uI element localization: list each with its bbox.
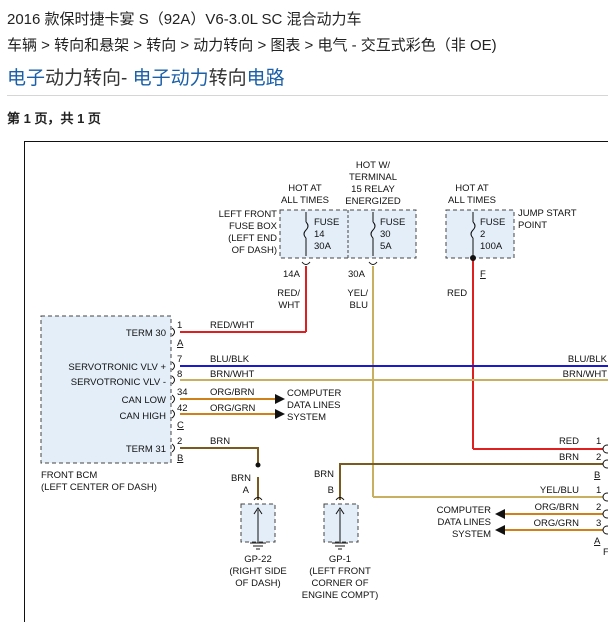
pin-label: 30A	[348, 269, 366, 280]
wire-label: BRN/WHT	[210, 369, 255, 380]
bcm-pin: 7	[177, 354, 182, 365]
pin-label: 14A	[283, 269, 301, 280]
bcm-pin: 8	[177, 369, 182, 380]
wire-label: BRN/WHT	[563, 369, 608, 380]
connector-arc	[253, 497, 263, 501]
vehicle-title: 2016 款保时捷卡宴 S（92A）V6-3.0L SC 混合动力车	[7, 11, 362, 28]
wire-brn-term31	[180, 447, 259, 465]
wire-label: RED/WHT	[210, 320, 255, 331]
wire-label: YEL/BLU	[540, 485, 579, 496]
right-conn: A	[594, 536, 601, 547]
right-pin: 1	[596, 485, 601, 496]
bcm-pin: 42	[177, 403, 188, 414]
bcm-pin: 34	[177, 387, 188, 398]
bcm-conn: A	[177, 338, 184, 349]
bcm-row-name: CAN LOW	[122, 395, 166, 406]
title-part: 电路	[246, 68, 285, 89]
wire-label: RED	[447, 288, 467, 299]
arrow-right-icon	[275, 394, 285, 404]
connector-arc	[335, 497, 345, 501]
wire-label: ORG/GRN	[210, 403, 256, 414]
wire-label: BLU/BLK	[210, 354, 250, 365]
bcm-row-name: SERVOTRONIC VLV -	[71, 377, 166, 388]
wire-brn-gp1	[339, 463, 608, 500]
right-pin: 2	[596, 502, 601, 513]
wire-label: BRN	[210, 436, 230, 447]
bcm-row-name: TERM 30	[126, 328, 166, 339]
arrow-left-icon	[495, 509, 505, 519]
arrow-left-icon	[495, 525, 505, 535]
wire-label: BRN	[314, 469, 334, 480]
connector-arc	[301, 261, 311, 265]
right-conn: F	[603, 547, 608, 558]
bcm-pin: 1	[177, 320, 182, 331]
bcm-row-name: TERM 31	[126, 444, 166, 455]
wire-label: RED	[559, 436, 579, 447]
ground-icon	[332, 507, 348, 550]
divider	[7, 95, 608, 96]
ground-icon	[250, 507, 266, 550]
bcm-label: FRONT BCM(LEFT CENTER OF DASH)	[41, 470, 157, 493]
connector-arc	[368, 261, 378, 265]
right-conn: B	[594, 470, 600, 481]
wire-label: ORG/BRN	[535, 502, 579, 513]
diagram-frame	[24, 141, 608, 622]
front-bcm-box	[40, 315, 172, 464]
bcm-row-name: SERVOTRONIC VLV +	[68, 362, 166, 373]
right-pin: 3	[596, 518, 601, 529]
ground-conn: A	[243, 485, 250, 496]
fuse-symbol	[303, 212, 309, 256]
title-part: 电子	[7, 68, 46, 89]
bcm-pin-arcs	[171, 327, 175, 453]
arrow-right-icon	[275, 409, 285, 419]
bcm-pin: 2	[177, 436, 182, 447]
splice-dot	[255, 462, 261, 468]
title-part: 电子动力	[132, 68, 209, 89]
jump-start-box	[445, 209, 515, 259]
breadcrumb[interactable]: 车辆 > 转向和悬架 > 转向 > 动力转向 > 图表 > 电气 - 交互式彩色…	[7, 37, 497, 54]
title-part: 转向	[208, 68, 247, 89]
splice-dot	[470, 255, 476, 261]
page-title: 电子动力转向- 电子动力转向电路	[7, 63, 285, 90]
bcm-row-name: CAN HIGH	[120, 411, 167, 422]
right-pin: 1	[596, 436, 601, 447]
fuse-symbol	[370, 212, 376, 256]
fuse-symbol	[470, 212, 476, 256]
wire-label: YEL/BLU	[347, 288, 368, 311]
ground-conn: B	[328, 485, 334, 496]
pin-label: F	[480, 269, 486, 280]
page-count: 第 1 页，共 1 页	[7, 111, 101, 126]
wire-label: ORG/BRN	[210, 387, 254, 398]
bcm-conn: B	[177, 453, 183, 464]
wire-label: RED/WHT	[277, 288, 300, 311]
right-pin-circles	[602, 444, 608, 535]
wire-label: BLU/BLK	[568, 354, 608, 365]
bcm-conn: C	[177, 420, 184, 431]
title-part: 动力转向-	[45, 68, 133, 89]
wire-label: ORG/GRN	[534, 518, 580, 529]
wire-label: BRN	[559, 452, 579, 463]
wire-label: BRN	[231, 473, 251, 484]
right-pin: 2	[596, 452, 601, 463]
